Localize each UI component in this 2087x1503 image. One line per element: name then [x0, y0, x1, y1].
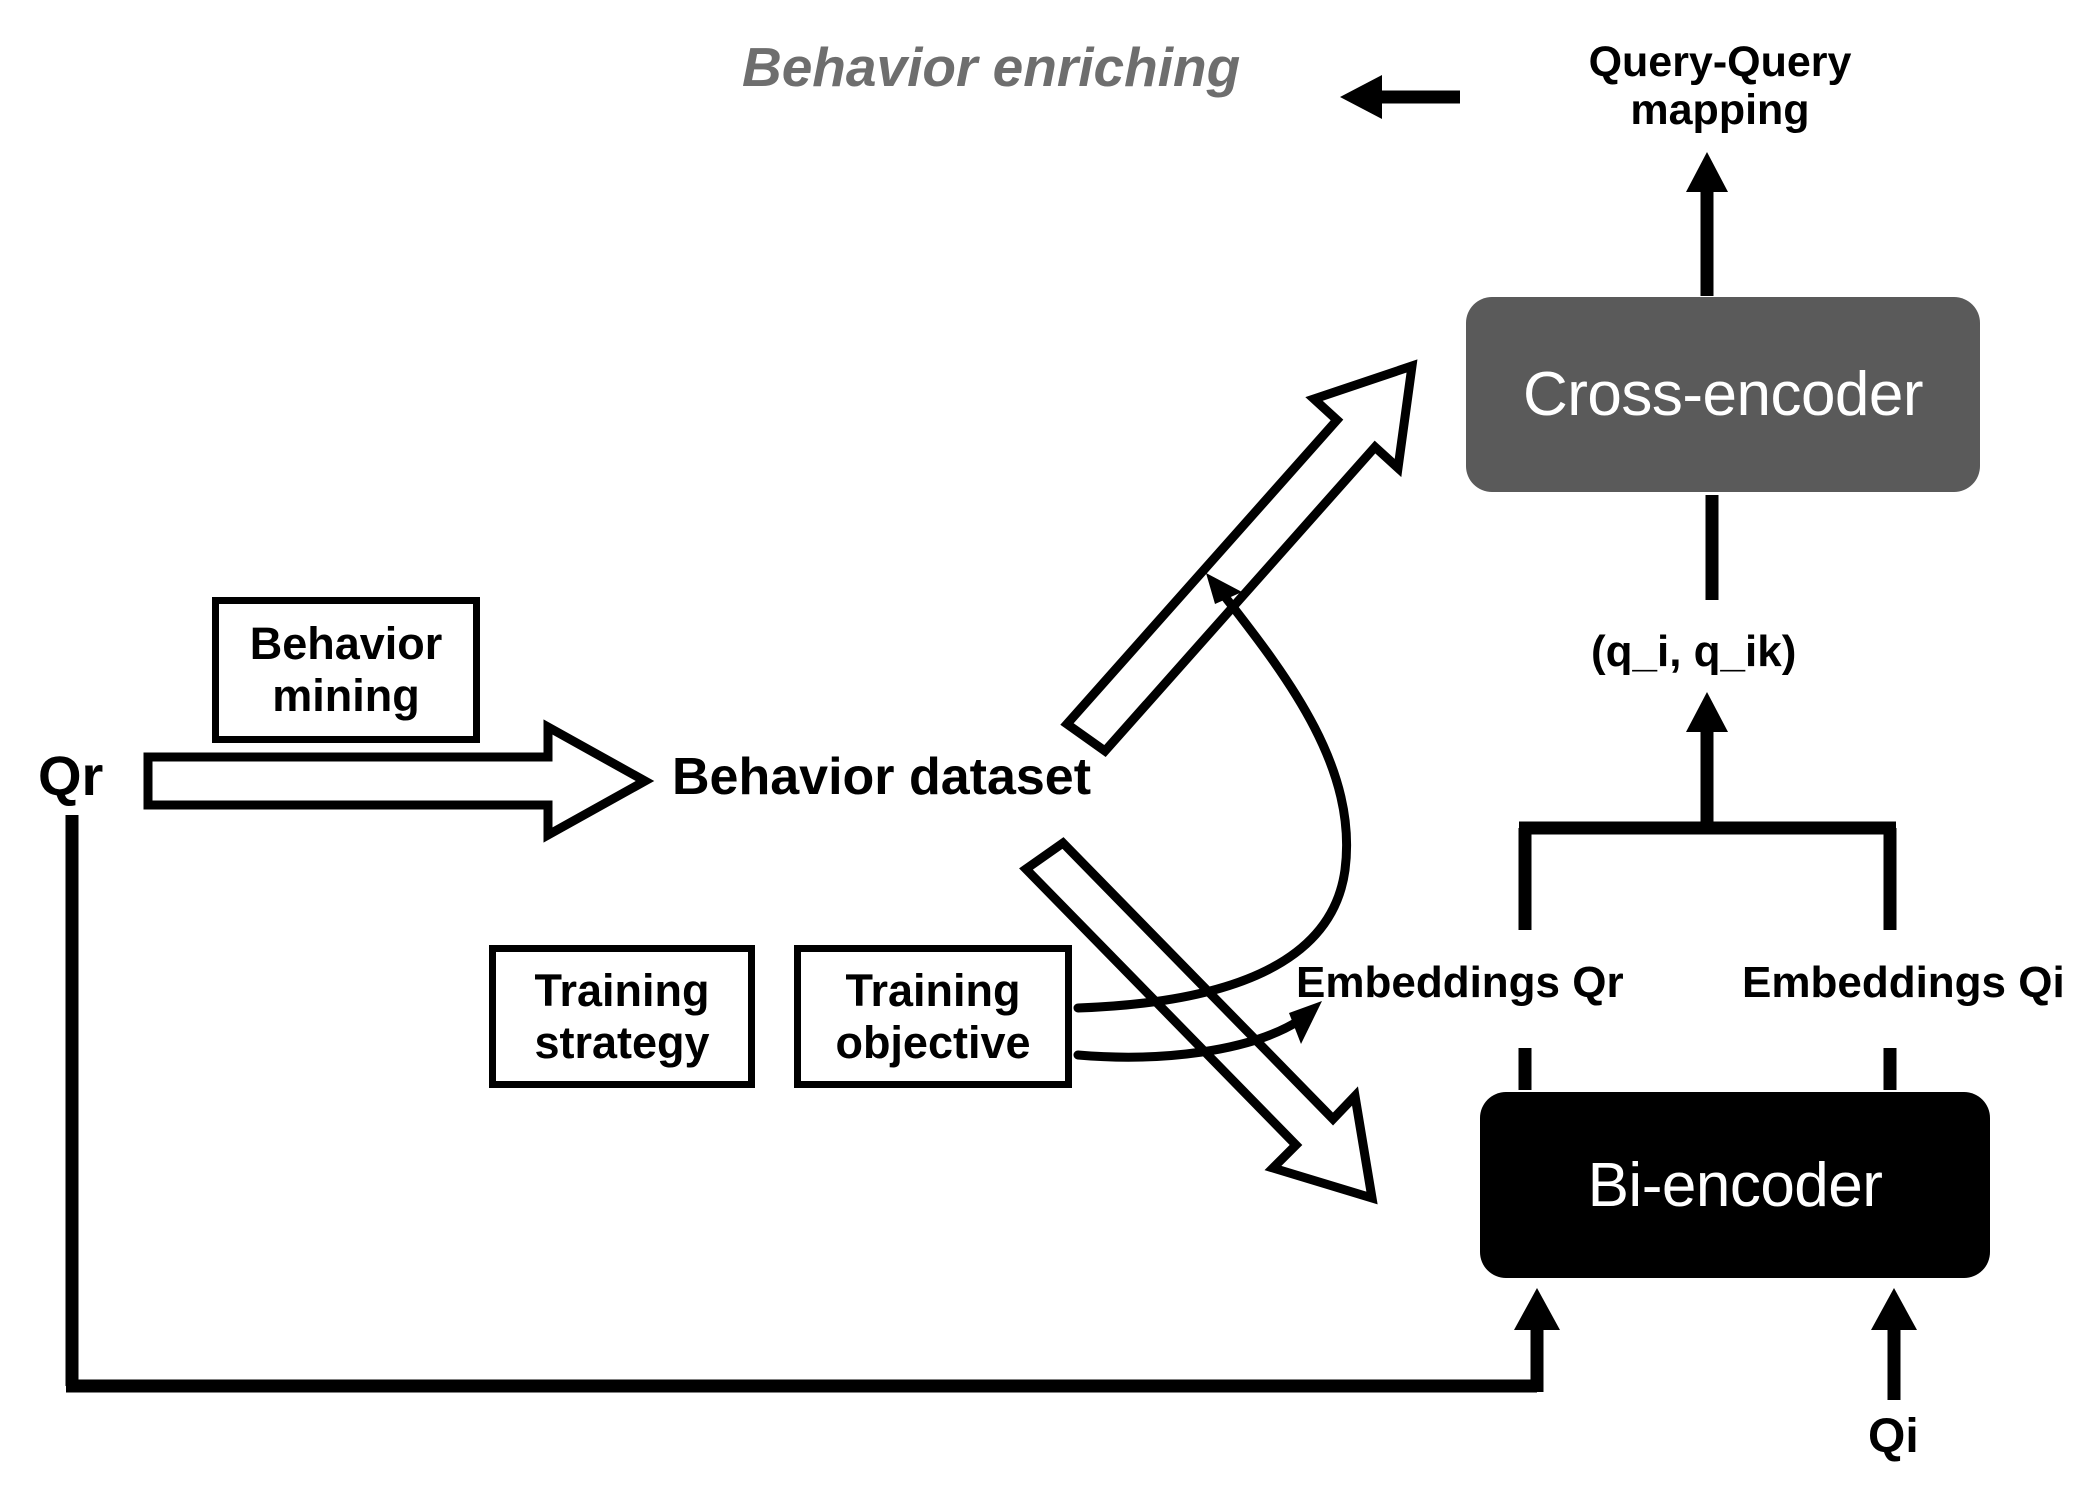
arrow-qr-feedback-to-bi-encoder [65, 815, 1560, 1393]
bi-encoder-label: Bi-encoder [1587, 1150, 1883, 1220]
block-arrow-dataset-to-bi-encoder [1019, 837, 1378, 1205]
arrow-qi-to-bi-encoder [1871, 1288, 1917, 1400]
stubs-bi-encoder-to-embeddings [1518, 1048, 1897, 1090]
qi-input-label: Qi [1868, 1410, 1919, 1463]
training-objective-label: Training objective [835, 964, 1031, 1068]
query-query-mapping-label: Query-Query mapping [1588, 38, 1852, 135]
behavior-enriching-label: Behavior enriching [742, 36, 1241, 98]
training-objective-box[interactable]: Training objective [794, 945, 1072, 1088]
training-strategy-label: Training strategy [534, 964, 710, 1068]
bi-encoder-node[interactable]: Bi-encoder [1480, 1092, 1990, 1278]
curve-training-objective-to-cross-path [1073, 573, 1351, 1013]
behavior-mining-label: Behavior mining [249, 618, 443, 721]
block-arrow-dataset-to-cross-encoder [1060, 359, 1418, 758]
bracket-embeddings-to-pair [1518, 692, 1897, 930]
curve-training-objective-to-bi-path [1073, 1001, 1322, 1062]
cross-encoder-label: Cross-encoder [1522, 360, 1924, 429]
embeddings-qi-label: Embeddings Qi [1742, 958, 2065, 1007]
training-strategy-box[interactable]: Training strategy [489, 945, 755, 1088]
qr-input-label: Qr [38, 744, 104, 807]
behavior-dataset-label: Behavior dataset [672, 748, 1092, 806]
arrow-cross-encoder-to-qq-mapping [1686, 152, 1728, 296]
behavior-mining-box[interactable]: Behavior mining [212, 597, 480, 743]
arrow-qq-mapping-to-behavior-enriching [1340, 75, 1460, 119]
pair-tuple-label: (q_i, q_ik) [1591, 627, 1797, 676]
block-arrow-qr-to-dataset [143, 719, 655, 843]
cross-encoder-node[interactable]: Cross-encoder [1466, 297, 1980, 492]
embeddings-qr-label: Embeddings Qr [1296, 958, 1624, 1007]
